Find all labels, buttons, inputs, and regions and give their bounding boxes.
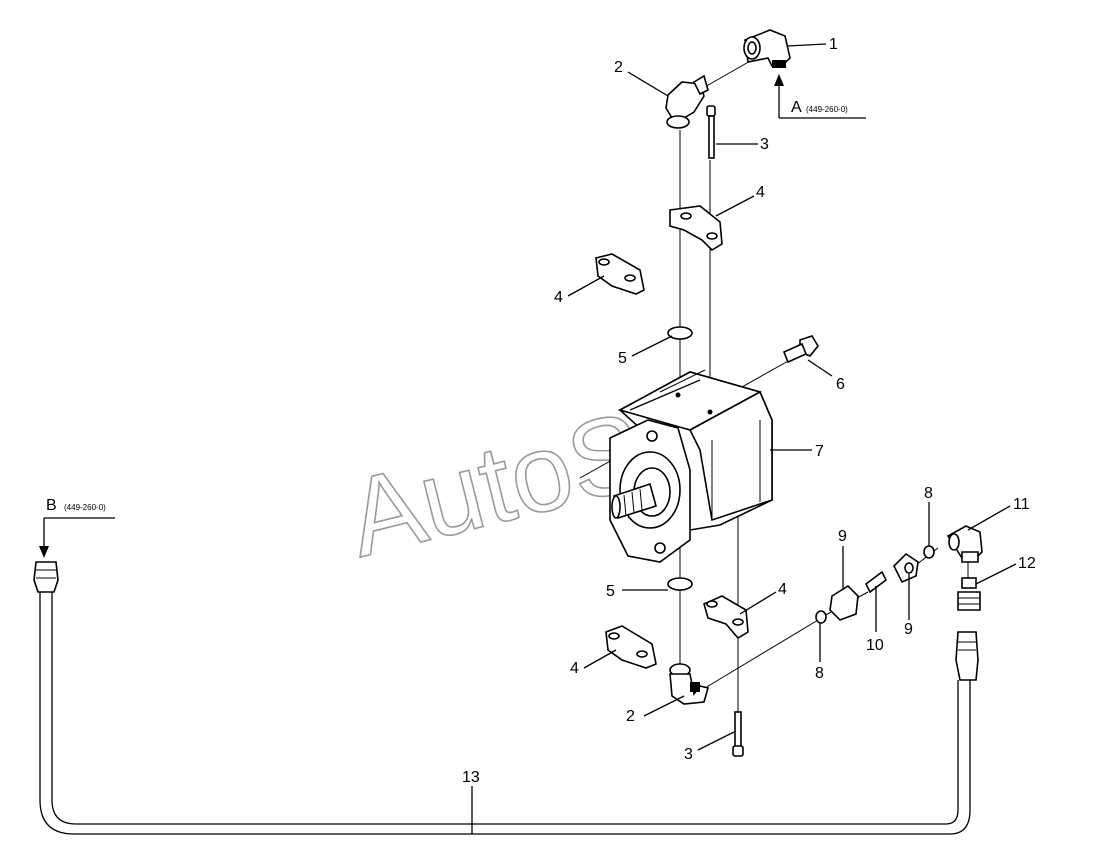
flange-clamp-part-4-bottom-left <box>605 625 657 669</box>
nut-part-9-left <box>829 584 859 621</box>
callout-7: 7 <box>815 443 824 460</box>
pump-top-edge-hatch <box>659 369 706 393</box>
pump-top-edge-bold <box>629 379 701 411</box>
callout-1: 1 <box>829 36 838 53</box>
leader-lines <box>471 43 1017 834</box>
callout-6: 6 <box>836 376 845 393</box>
elbow-fitting-part-1 <box>743 29 791 68</box>
callout-4-top-left: 4 <box>554 289 563 306</box>
hydraulic-hose-part-13 <box>33 561 979 835</box>
sleeve-part-10 <box>864 570 888 594</box>
ref-a-letter: A <box>791 99 802 116</box>
o-ring-part-5-top <box>667 326 693 340</box>
nut-part-9-right <box>893 552 919 584</box>
callout-5-top: 5 <box>618 350 627 367</box>
callout-2-bottom: 2 <box>626 708 635 725</box>
callout-11: 11 <box>1013 496 1030 513</box>
gear-pump-part-7 <box>609 371 773 563</box>
callout-12: 12 <box>1018 555 1036 572</box>
callout-8-top: 8 <box>924 485 933 502</box>
ref-a-code: (449-260-0) <box>806 105 848 114</box>
adapter-fitting-part-12 <box>957 577 981 611</box>
bolt-part-3-bottom <box>732 711 744 757</box>
flange-clamp-part-4-top-right <box>669 205 723 252</box>
elbow-fitting-part-2-bottom <box>669 663 709 705</box>
callout-10: 10 <box>866 637 884 654</box>
callout-13: 13 <box>462 769 480 786</box>
reference-arrow-a <box>774 74 866 119</box>
callout-4-bottom-right: 4 <box>778 581 787 598</box>
flange-clamp-part-4-bottom-right <box>703 595 749 640</box>
elbow-fitting-part-2-top <box>665 74 709 129</box>
callout-3-top: 3 <box>760 136 769 153</box>
ref-b-code: (449-260-0) <box>64 503 106 512</box>
callout-9-right: 9 <box>904 621 913 638</box>
ref-b-letter: B <box>46 497 57 514</box>
callout-4-top-right: 4 <box>756 184 765 201</box>
axis-line-bottom-elbow <box>704 619 819 689</box>
reference-arrow-b <box>39 517 115 558</box>
washer-part-8-bottom <box>815 610 827 624</box>
callout-4-bottom-left: 4 <box>570 660 579 677</box>
flange-clamp-part-4-top-left <box>595 253 645 295</box>
elbow-fitting-part-11 <box>946 525 983 563</box>
bolt-part-6 <box>782 335 819 364</box>
callout-2-top: 2 <box>614 59 623 76</box>
callout-3-bottom: 3 <box>684 746 693 763</box>
washer-part-8-top <box>923 545 935 559</box>
bolt-part-3-top <box>706 105 716 159</box>
o-ring-part-5-bottom <box>667 577 693 591</box>
callout-9-left: 9 <box>838 528 847 545</box>
callout-5-bottom: 5 <box>606 583 615 600</box>
callout-8-bottom: 8 <box>815 665 824 682</box>
